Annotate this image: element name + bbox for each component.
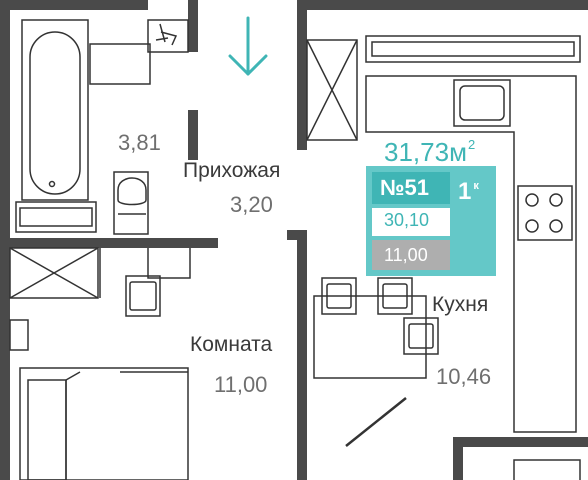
balcony-door — [345, 397, 407, 447]
kitchen-counter — [365, 75, 577, 433]
kitchen-sink — [453, 79, 511, 127]
bathtub — [21, 19, 89, 201]
washing-machine-icon — [147, 19, 189, 53]
bed — [19, 367, 189, 480]
dining-table — [313, 295, 427, 379]
kitchen-area-badge: 11,00 — [384, 245, 428, 265]
hallway-name: Прихожая — [183, 159, 281, 182]
hallway-area: 3,20 — [230, 192, 273, 217]
bathroom-shelf — [15, 201, 97, 233]
arrow-down-icon — [228, 16, 268, 76]
desk-chair — [125, 275, 161, 317]
toilet — [113, 171, 149, 235]
cooktop-icon — [517, 185, 573, 241]
living-area: 30,10 — [384, 210, 430, 230]
apartment-badge — [366, 166, 496, 276]
rooms-count-value: 1 — [458, 178, 472, 205]
kitchen-name: Кухня — [432, 293, 489, 316]
bathroom-area: 3,81 — [118, 130, 161, 155]
hallway-wardrobe-left — [9, 247, 99, 299]
living-room-shelf — [9, 319, 29, 351]
living-room-area: 11,00 — [214, 372, 268, 397]
hallway-wardrobe-top — [306, 39, 358, 141]
apartment-number: №51 — [380, 175, 429, 200]
hallway-cabinet — [99, 248, 191, 298]
rooms-suffix: к — [473, 180, 479, 192]
upper-cabinet — [365, 35, 581, 63]
area-unit-power: 2 — [467, 137, 476, 152]
kitchen-area: 10,46 — [436, 364, 492, 389]
total-area: 31,73м2 — [384, 138, 475, 165]
dining-chairs — [321, 277, 439, 355]
total-area-value: 31,73м — [384, 137, 467, 167]
bathroom-counter — [89, 43, 151, 85]
living-room-name: Комната — [190, 333, 273, 356]
kitchen-doorway — [513, 459, 581, 480]
